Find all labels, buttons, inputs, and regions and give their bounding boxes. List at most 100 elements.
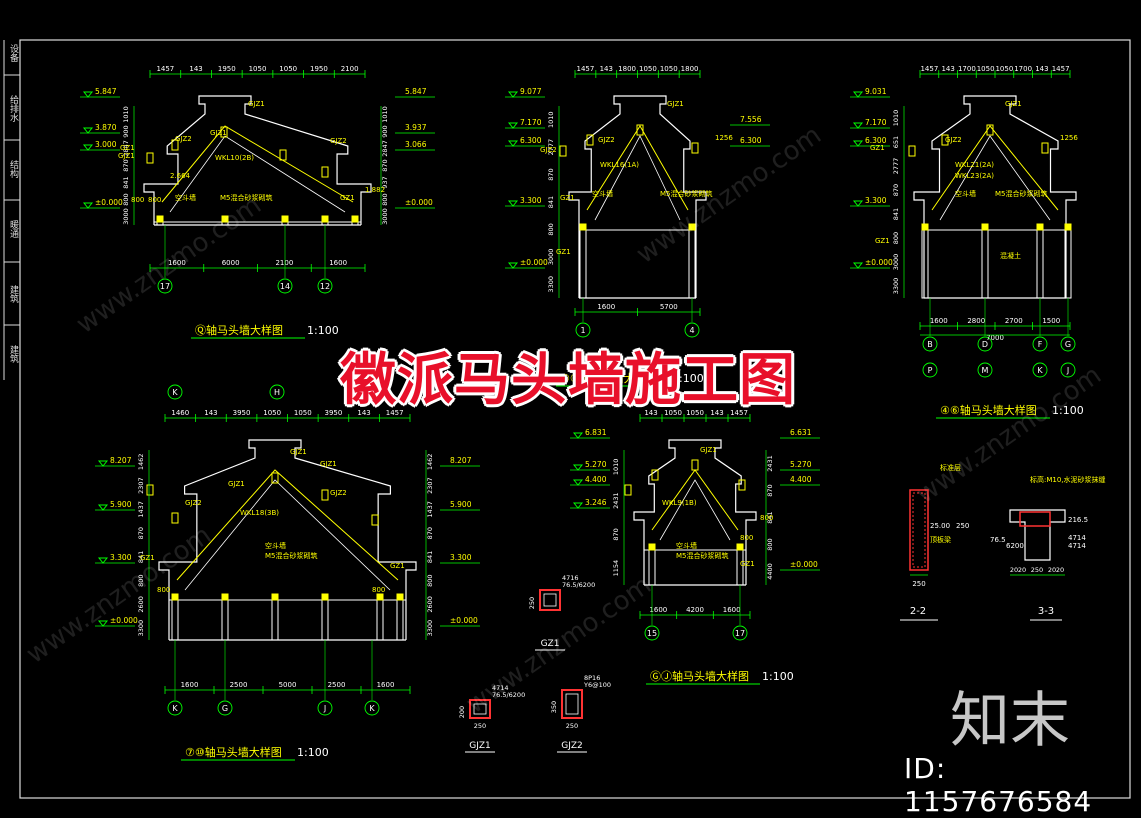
- dim-label: 20: [1018, 566, 1026, 574]
- vert-dim: 651: [892, 136, 900, 148]
- axis-label: M: [982, 366, 989, 375]
- level-label: 6.631: [790, 428, 812, 437]
- annotation-label: WKL18(3B): [240, 509, 279, 517]
- side-tab: 暖通: [8, 220, 18, 238]
- dim-label: 1700: [1014, 65, 1032, 73]
- axis-bubble: [1032, 362, 1048, 378]
- level-marker: [572, 502, 584, 509]
- column: [921, 229, 929, 299]
- annotation-label: 空斗墙: [676, 541, 697, 550]
- vert-dim: 870: [766, 484, 774, 496]
- dim-label: 1600: [930, 317, 948, 325]
- axis-label: 15: [647, 629, 657, 638]
- dim-label: 1050: [249, 65, 267, 73]
- vert-dim: 900: [122, 125, 130, 137]
- column-cap: [396, 593, 404, 601]
- dim-label: 1800: [681, 65, 699, 73]
- annotation-label: 标高:M10,水泥砂浆抹缝: [1030, 475, 1106, 484]
- level-marker: [97, 557, 109, 564]
- level-marker: [97, 504, 109, 511]
- section-column: [909, 489, 929, 571]
- axis-bubble: [317, 700, 333, 716]
- axis-label: P: [928, 366, 933, 375]
- annotation-label: 800: [372, 586, 385, 594]
- level-label: 4.400: [585, 475, 607, 484]
- level-label: 9.031: [865, 87, 887, 96]
- level-marker: [852, 200, 864, 207]
- column-cap: [156, 215, 164, 223]
- dim-label: 1800: [618, 65, 636, 73]
- level-marker: [97, 460, 109, 467]
- annotation-label: 空斗墙: [592, 189, 613, 198]
- level-label: 8.207: [450, 456, 472, 465]
- gjz-marker: [738, 479, 746, 491]
- detail-rebar: [565, 693, 579, 715]
- vert-dim: 2307: [426, 477, 434, 494]
- annotation-label: 4714: [1068, 534, 1086, 542]
- vert-dim: 1010: [381, 106, 389, 123]
- vert-dim: 870: [426, 527, 434, 539]
- dim-label: 20: [1010, 566, 1018, 574]
- level-label: 5.847: [95, 87, 117, 96]
- annotation-label: M5混合砂浆砌筑: [660, 189, 713, 198]
- detail-dim: 250: [528, 597, 536, 609]
- axis-label: K: [369, 704, 375, 713]
- level-label: 5.900: [110, 500, 132, 509]
- detail-title: GJZ2: [561, 741, 583, 751]
- level-marker: [507, 122, 519, 129]
- detail-column: [469, 699, 491, 719]
- vert-dim: 3000: [122, 208, 130, 225]
- annotation-label: GZ1: [870, 144, 885, 152]
- column-cap: [221, 215, 229, 223]
- dim-label: 3950: [233, 409, 251, 417]
- dim-label: 6000: [222, 259, 240, 267]
- column-cap: [321, 593, 329, 601]
- vert-dim: 841: [426, 551, 434, 563]
- rebar-label: 4716: [562, 574, 579, 582]
- axis-bubble: [732, 625, 748, 641]
- gjz-marker: [636, 124, 644, 136]
- level-label: ±0.000: [790, 560, 818, 569]
- level-label: 3.000: [95, 140, 117, 149]
- dim-label: 1600: [329, 259, 347, 267]
- annotation-label: GJZ2: [598, 136, 615, 144]
- level-label: 3.300: [865, 196, 887, 205]
- annotation-label: GJZ1: [248, 100, 265, 108]
- annotation-label: GZ1: [120, 144, 135, 152]
- gjz-marker: [559, 145, 567, 157]
- axis-bubble: [367, 384, 383, 400]
- dim-label: 1457: [386, 409, 404, 417]
- rebar-label: 76.5/6200: [562, 581, 595, 589]
- vert-dim: 870: [892, 184, 900, 196]
- annotation-label: 4714: [1068, 542, 1086, 550]
- level-label: 7.170: [865, 118, 887, 127]
- annotation-label: 空斗墙: [265, 541, 286, 550]
- dim-label: 5700: [660, 303, 678, 311]
- annotation-label: GJZ2: [330, 489, 347, 497]
- dim-label: 143: [644, 409, 657, 417]
- dim-label: 3950: [325, 409, 343, 417]
- vert-dim: 1010: [122, 106, 130, 123]
- axis-bubble: [922, 362, 938, 378]
- annotation-label: 25.00: [930, 522, 950, 530]
- side-tab: 给排水: [8, 95, 18, 122]
- gjz-marker: [691, 142, 699, 154]
- axis-bubble: [644, 625, 660, 641]
- axis-bubble: [167, 384, 183, 400]
- annotation-label: GJZ1: [228, 480, 245, 488]
- dim-label: 1600: [597, 303, 615, 311]
- column: [376, 599, 384, 641]
- gjz-marker: [691, 459, 699, 471]
- gable-wall-outline: [568, 95, 707, 298]
- section-title: 2-2: [910, 606, 926, 617]
- vert-dim: 870: [547, 168, 555, 180]
- annotation-label: GJZ2: [330, 137, 347, 145]
- dim-label: 1050: [660, 65, 678, 73]
